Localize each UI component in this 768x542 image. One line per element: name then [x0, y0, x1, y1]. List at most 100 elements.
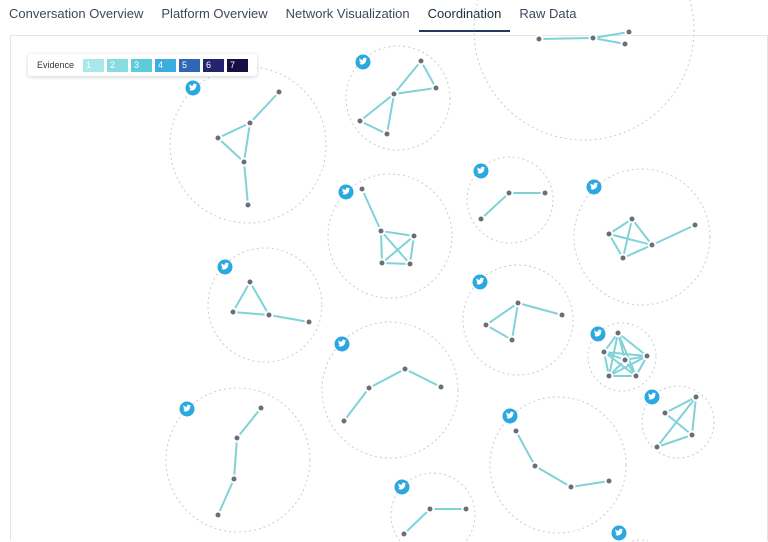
account-node[interactable]: [431, 83, 441, 93]
coordination-cluster[interactable]: [489, 396, 627, 534]
account-node[interactable]: [530, 461, 540, 471]
account-node[interactable]: [652, 442, 662, 452]
account-node[interactable]: [409, 231, 419, 241]
account-node[interactable]: [476, 214, 486, 224]
account-node[interactable]: [647, 240, 657, 250]
account-node[interactable]: [416, 56, 426, 66]
account-node[interactable]: [631, 371, 641, 381]
coordination-edge: [393, 60, 422, 95]
account-node[interactable]: [389, 89, 399, 99]
account-node[interactable]: [229, 474, 239, 484]
account-node[interactable]: [557, 310, 567, 320]
account-node[interactable]: [642, 351, 652, 361]
account-node[interactable]: [228, 307, 238, 317]
coordination-edge: [393, 87, 437, 95]
account-node[interactable]: [604, 476, 614, 486]
account-node[interactable]: [566, 482, 576, 492]
account-node[interactable]: [534, 34, 544, 44]
coordination-cluster[interactable]: [573, 168, 711, 306]
coordination-edge: [217, 137, 245, 163]
coordination-edge: [243, 161, 249, 206]
account-node[interactable]: [620, 355, 630, 365]
account-node[interactable]: [377, 258, 387, 268]
account-node[interactable]: [364, 383, 374, 393]
twitter-icon: [472, 274, 488, 290]
account-node[interactable]: [660, 408, 670, 418]
account-node[interactable]: [507, 335, 517, 345]
account-node[interactable]: [274, 87, 284, 97]
account-node[interactable]: [232, 433, 242, 443]
account-node[interactable]: [376, 226, 386, 236]
account-node[interactable]: [504, 188, 514, 198]
tab-platform-overview[interactable]: Platform Overview: [161, 6, 268, 21]
account-node[interactable]: [540, 188, 550, 198]
account-node[interactable]: [256, 403, 266, 413]
account-node[interactable]: [604, 371, 614, 381]
twitter-icon: [355, 54, 371, 70]
account-node[interactable]: [264, 310, 274, 320]
coordination-cluster[interactable]: [390, 472, 476, 542]
account-node[interactable]: [690, 220, 700, 230]
cluster-boundary: [321, 321, 459, 459]
coordination-cluster[interactable]: [462, 264, 574, 376]
account-node[interactable]: [304, 317, 314, 327]
coordination-cluster[interactable]: [345, 45, 451, 151]
account-node[interactable]: [599, 347, 609, 357]
coordination-edge: [380, 230, 415, 237]
account-node[interactable]: [245, 118, 255, 128]
twitter-icon: [217, 259, 233, 275]
coordination-cluster[interactable]: [611, 525, 649, 542]
coordination-edge: [651, 224, 696, 246]
coordination-cluster[interactable]: [207, 247, 323, 363]
account-node[interactable]: [481, 320, 491, 330]
coordination-cluster[interactable]: [466, 156, 554, 244]
tab-bar: Conversation Overview Platform Overview …: [0, 0, 585, 32]
account-node[interactable]: [405, 259, 415, 269]
account-node[interactable]: [339, 416, 349, 426]
cluster-boundary: [587, 322, 657, 392]
coordination-cluster[interactable]: [473, 0, 695, 141]
account-node[interactable]: [243, 200, 253, 210]
coordination-cluster[interactable]: [641, 385, 715, 459]
account-node[interactable]: [357, 184, 367, 194]
account-node[interactable]: [239, 157, 249, 167]
coordination-cluster[interactable]: [169, 66, 327, 224]
tab-raw-data[interactable]: Raw Data: [519, 6, 577, 21]
account-node[interactable]: [436, 382, 446, 392]
coordination-edge: [608, 233, 653, 246]
account-node[interactable]: [400, 364, 410, 374]
tab-network-visualization[interactable]: Network Visualization: [285, 6, 410, 21]
account-node[interactable]: [613, 328, 623, 338]
account-node[interactable]: [618, 253, 628, 263]
coordination-cluster[interactable]: [587, 322, 657, 392]
account-node[interactable]: [461, 504, 471, 514]
account-node[interactable]: [624, 27, 634, 37]
coordination-cluster[interactable]: [165, 387, 311, 533]
coordination-edge: [538, 37, 594, 40]
account-node[interactable]: [687, 430, 697, 440]
coordination-edge: [409, 235, 415, 265]
tab-coordination[interactable]: Coordination: [418, 0, 511, 32]
coordination-edge: [243, 122, 251, 163]
coordination-edge: [361, 188, 382, 232]
coordination-cluster[interactable]: [321, 321, 459, 459]
cluster-boundary: [631, 539, 649, 542]
account-node[interactable]: [627, 214, 637, 224]
account-node[interactable]: [620, 39, 630, 49]
tab-conversation-overview[interactable]: Conversation Overview: [9, 6, 144, 21]
legend-level-5: 5: [179, 58, 201, 72]
account-node[interactable]: [213, 510, 223, 520]
account-node[interactable]: [355, 116, 365, 126]
account-node[interactable]: [588, 33, 598, 43]
account-node[interactable]: [691, 392, 701, 402]
coordination-cluster[interactable]: [327, 173, 453, 299]
account-node[interactable]: [604, 229, 614, 239]
account-node[interactable]: [213, 133, 223, 143]
account-node[interactable]: [425, 504, 435, 514]
account-node[interactable]: [511, 426, 521, 436]
account-node[interactable]: [382, 129, 392, 139]
account-node[interactable]: [399, 529, 409, 539]
account-node[interactable]: [513, 298, 523, 308]
account-node[interactable]: [245, 277, 255, 287]
